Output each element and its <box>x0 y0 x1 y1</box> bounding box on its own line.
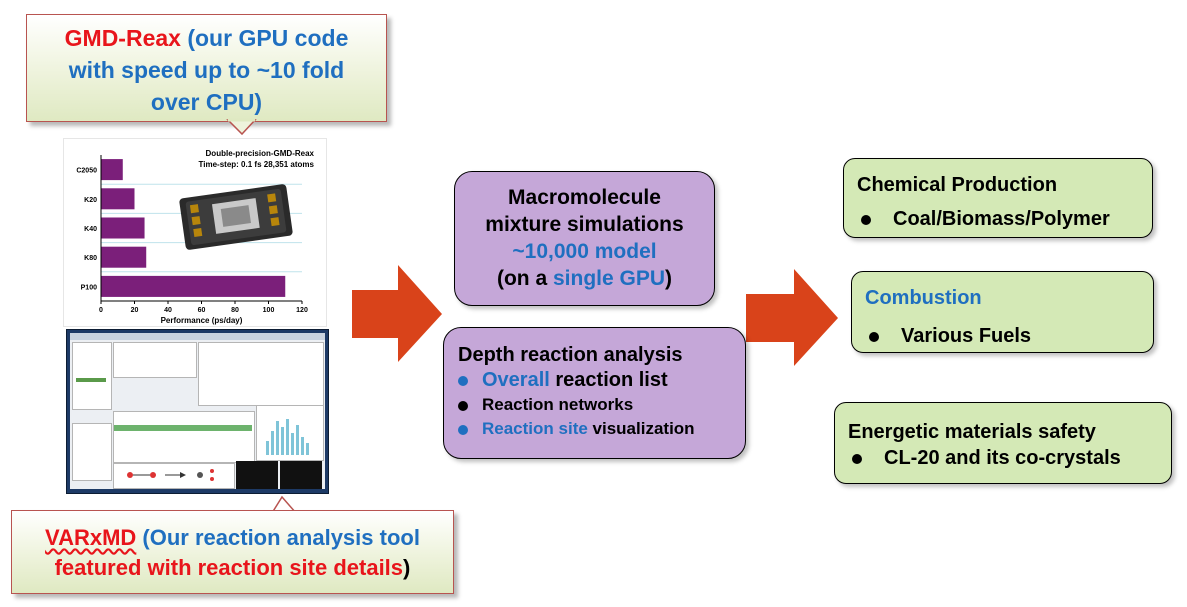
bullet-icon <box>852 453 862 464</box>
category-label: K20 <box>84 197 97 204</box>
bullet-icon <box>861 214 871 225</box>
bar-k40 <box>101 217 145 239</box>
x-tick-label: 100 <box>263 307 275 314</box>
category-label: K80 <box>84 255 97 262</box>
x-tick-label: 80 <box>231 307 239 314</box>
bar-k80 <box>101 246 147 268</box>
chemical-production-box: Chemical Production Coal/Biomass/Polymer <box>843 158 1153 238</box>
bar-c2050 <box>101 159 123 181</box>
category-label: K40 <box>84 226 97 233</box>
gmd-reax-name: GMD-Reax <box>64 25 181 51</box>
reaction-analysis-box: Depth reaction analysis Overall reaction… <box>443 327 746 459</box>
category-label: C2050 <box>76 168 97 175</box>
simulation-box: Macromolecule mixture simulations ~10,00… <box>454 171 715 306</box>
x-tick-label: 60 <box>198 307 206 314</box>
x-axis-label: Performance (ps/day) <box>161 316 243 325</box>
x-tick-label: 120 <box>296 307 308 314</box>
gpu-board-image <box>179 184 293 250</box>
performance-chart-svg: Double-precision-GMD-Reax Time-step: 0.1… <box>76 149 315 325</box>
gpu-code-callout: GMD-Reax (our GPU code with speed up to … <box>26 14 387 122</box>
bar-k20 <box>101 188 135 210</box>
category-label: P100 <box>81 284 97 291</box>
callout-pointer <box>226 118 257 136</box>
energetic-materials-box: Energetic materials safety CL-20 and its… <box>834 402 1172 484</box>
bullet-icon <box>458 375 468 386</box>
performance-chart: Double-precision-GMD-Reax Time-step: 0.1… <box>63 138 327 327</box>
x-tick-label: 0 <box>99 307 103 314</box>
x-tick-label: 40 <box>164 307 172 314</box>
varxmd-name: VARxMD <box>45 525 137 550</box>
bar-p100 <box>101 275 286 297</box>
varxmd-callout: VARxMD (Our reaction analysis tool featu… <box>11 510 454 594</box>
bullet-icon <box>458 400 468 411</box>
bullet-icon <box>458 424 468 435</box>
varxmd-screenshot <box>66 329 329 494</box>
arrow-to-applications <box>746 269 838 366</box>
chart-subtitle: Time-step: 0.1 fs 28,351 atoms <box>199 160 315 169</box>
chart-title: Double-precision-GMD-Reax <box>206 149 315 158</box>
bullet-icon <box>869 331 879 342</box>
x-tick-label: 20 <box>131 307 139 314</box>
arrow-to-simulation <box>352 265 442 362</box>
combustion-box: Combustion Various Fuels <box>851 271 1154 353</box>
